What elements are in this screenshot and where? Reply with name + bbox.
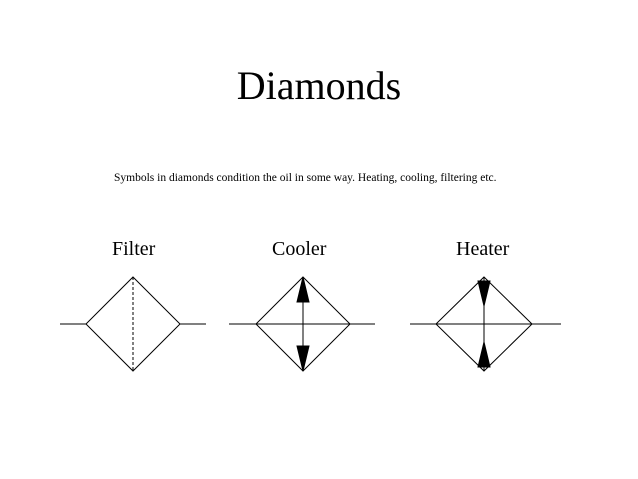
cooler-arrow-down-icon <box>296 345 310 372</box>
cooler-label: Cooler <box>272 238 327 260</box>
cooler-symbol <box>229 276 375 372</box>
heater-arrow-down-icon <box>477 280 491 307</box>
cooler-arrow-up-icon <box>296 276 310 303</box>
heater-label: Heater <box>456 238 510 260</box>
slide-title: Diamonds <box>236 63 402 108</box>
filter-symbol <box>60 276 206 372</box>
heater-symbol <box>410 276 561 372</box>
filter-diamond <box>85 276 181 372</box>
slide-caption: Symbols in diamonds condition the oil in… <box>114 172 497 184</box>
heater-arrow-up-icon <box>477 341 491 368</box>
filter-label: Filter <box>112 238 156 260</box>
